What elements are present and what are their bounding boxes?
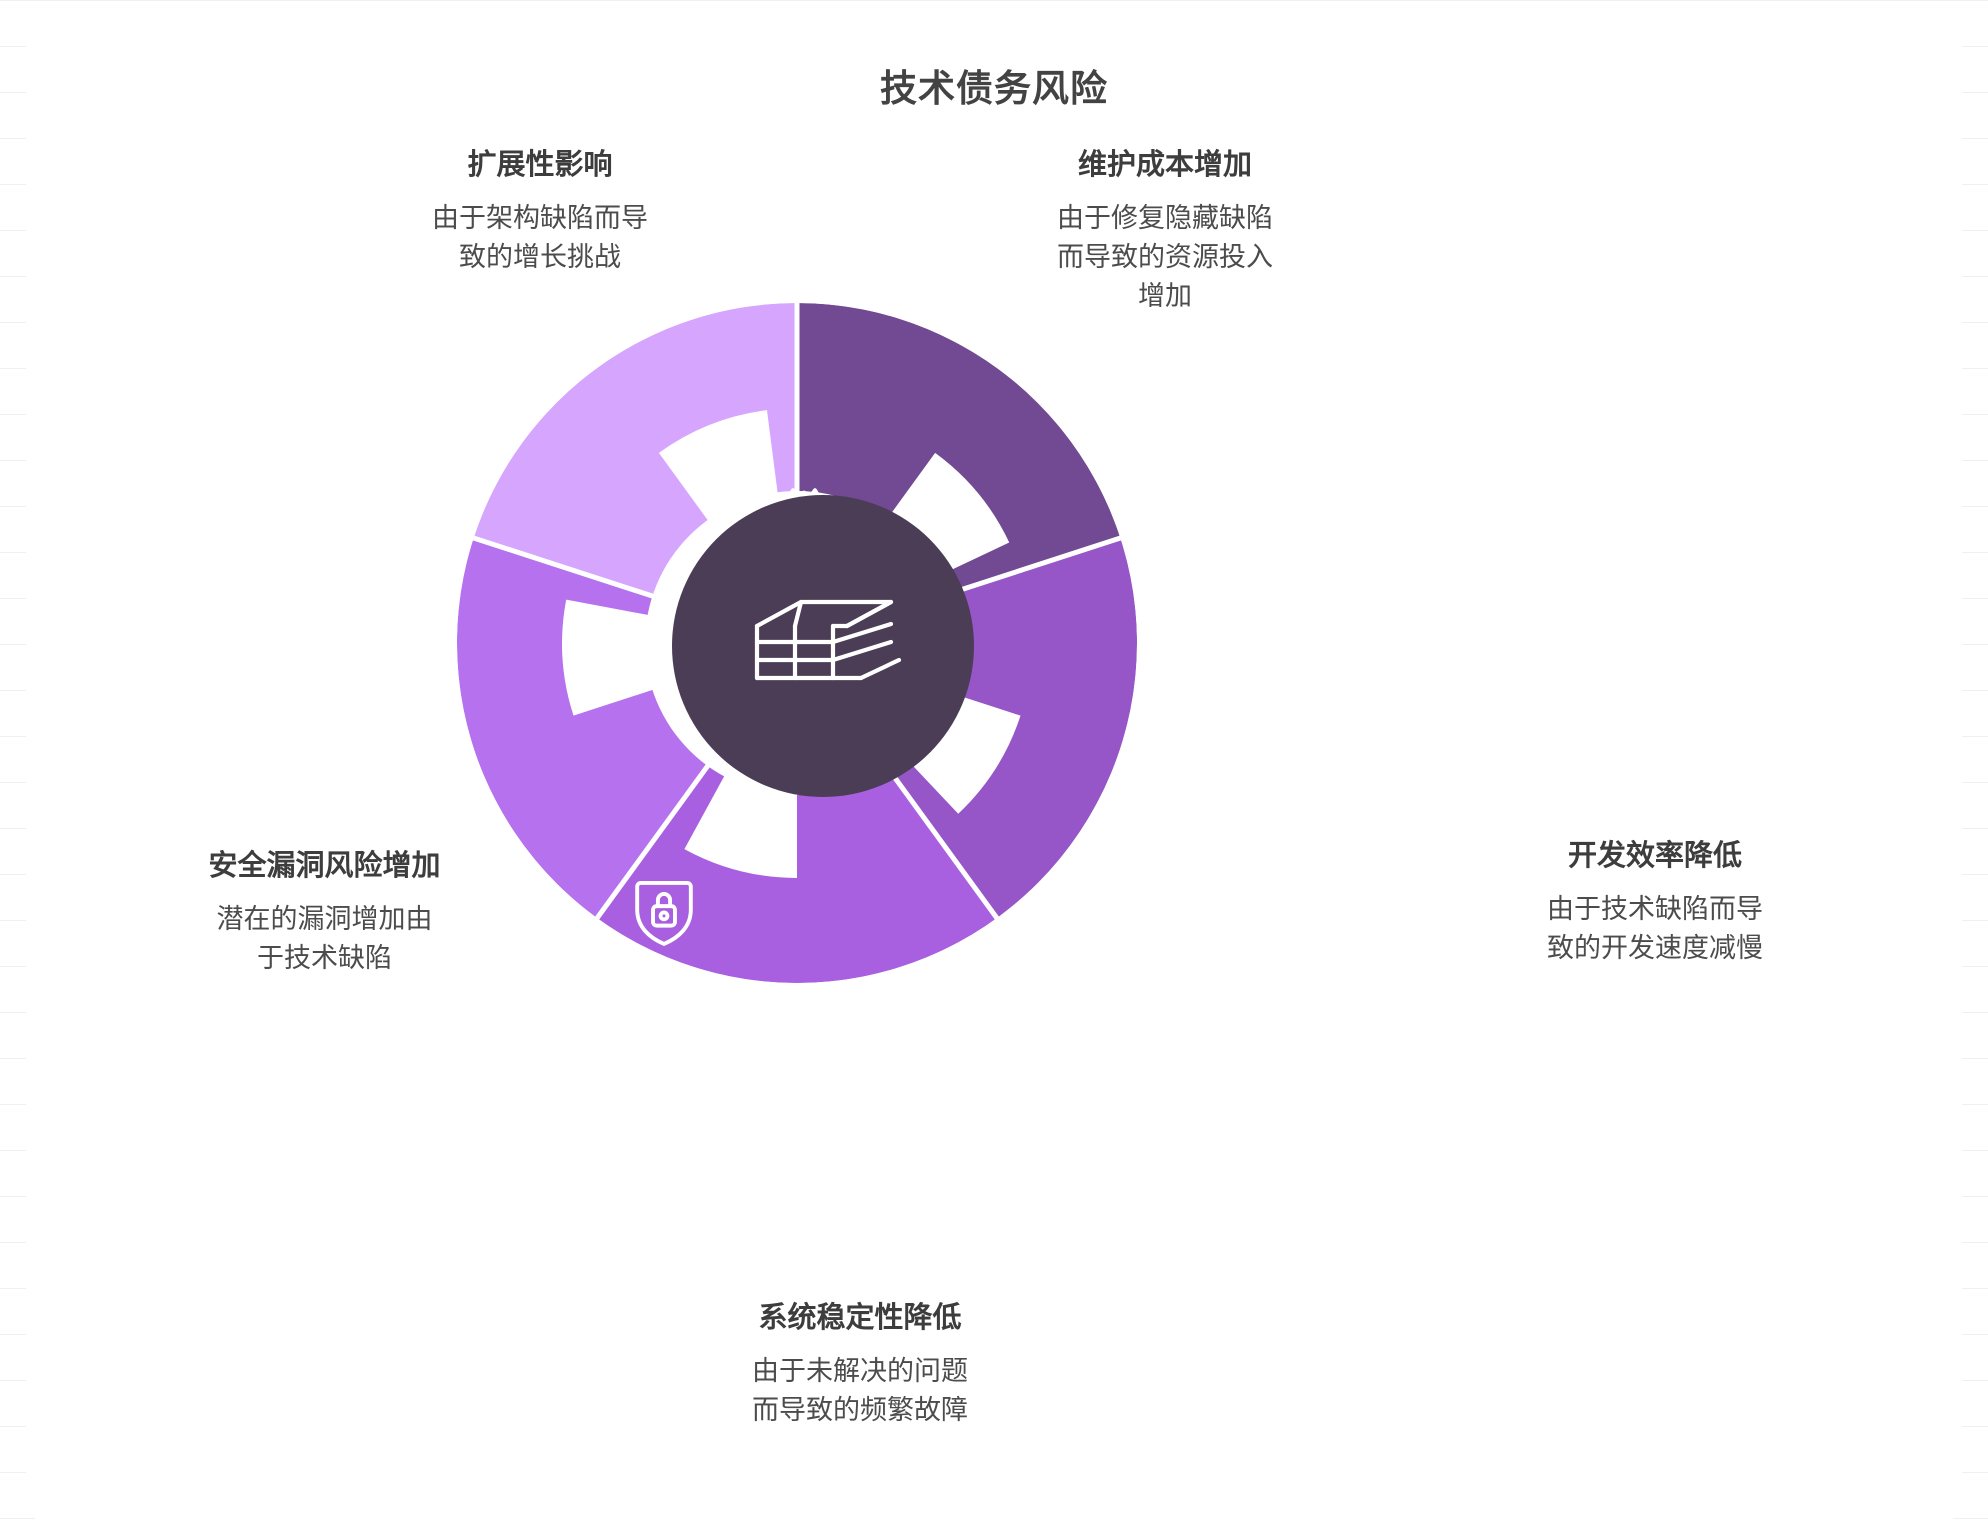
callout-description: 由于架构缺陷而导 致的增长挑战 (432, 202, 648, 272)
callout-title: 维护成本增加 (1077, 149, 1252, 181)
shield-lock-icon (625, 872, 703, 950)
callout-maintenance: 维护成本增加 由于修复隐藏缺陷 而导致的资源投入 增加 (1000, 147, 1330, 316)
callout-description: 由于技术缺陷而导 致的开发速度减慢 (1547, 893, 1763, 963)
callout-title: 系统稳定性降低 (758, 1302, 962, 1334)
house-wrench-icon (1152, 483, 1230, 561)
callout-security: 安全漏洞风险增加 潜在的漏洞增加由 于技术缺陷 (152, 848, 497, 978)
callout-velocity: 开发效率降低 由于技术缺陷而导 致的开发速度减慢 (1480, 838, 1830, 968)
callout-title: 安全漏洞风险增加 (208, 850, 441, 882)
laptop-gear-icon (1258, 876, 1336, 954)
callout-description: 由于未解决的问题 而导致的频繁故障 (752, 1355, 968, 1425)
callout-description: 潜在的漏洞增加由 于技术缺陷 (216, 903, 433, 973)
layered-stack-icon (743, 586, 903, 706)
callout-stability: 系统稳定性降低 由于未解决的问题 而导致的频繁故障 (660, 1300, 1060, 1430)
callout-title: 扩展性影响 (467, 149, 613, 181)
center-hub (672, 495, 974, 797)
falling-person-icon (959, 1098, 1037, 1176)
callout-title: 开发效率降低 (1567, 840, 1742, 872)
page-title: 技术债务风险 (880, 68, 1108, 109)
callout-description: 由于修复隐藏缺陷 而导致的资源投入 增加 (1057, 202, 1273, 311)
callout-scalability: 扩展性影响 由于架构缺陷而导 致的增长挑战 (350, 147, 730, 277)
